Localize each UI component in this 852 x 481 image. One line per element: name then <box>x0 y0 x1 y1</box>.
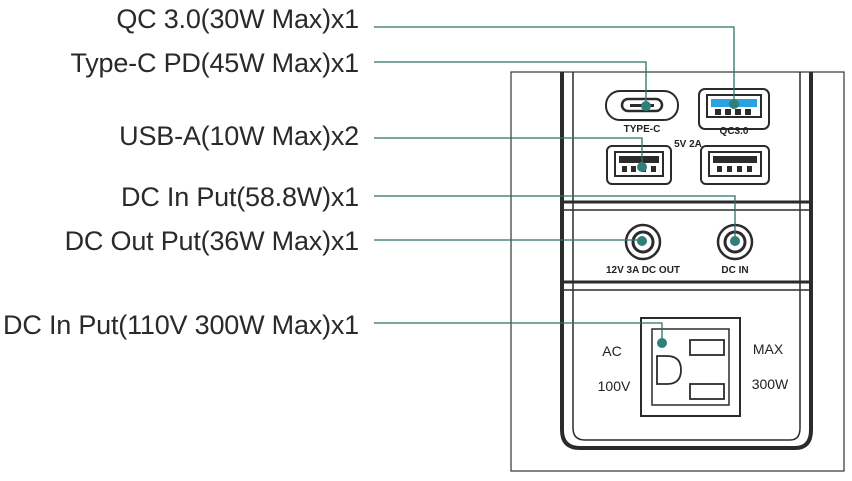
dc-out-label: 12V 3A DC OUT <box>606 265 680 276</box>
leader-type-c <box>374 61 647 105</box>
dot-usb-a <box>637 162 647 172</box>
qc3-label: QC3.0 <box>720 126 749 137</box>
callout-type-c: Type-C PD(45W Max)x1 <box>70 48 359 78</box>
dot-type-c <box>641 101 651 111</box>
callout-qc3: QC 3.0(30W Max)x1 <box>116 4 359 34</box>
type-c-label: TYPE-C <box>624 124 661 135</box>
ac-slot-bottom <box>689 383 725 400</box>
dot-dc-in <box>730 236 740 246</box>
callout-dc-out: DC Out Put(36W Max)x1 <box>64 226 360 256</box>
inner-left-rail <box>572 72 801 441</box>
ac-watt-label: 300W <box>752 376 789 392</box>
usb-rating-label: 5V 2A <box>674 139 702 150</box>
callout-ac-in: DC In Put(110V 300W Max)x1 <box>3 310 359 340</box>
callout-usb-a: USB-A(10W Max)x2 <box>119 121 359 151</box>
ac-label: AC <box>602 343 621 359</box>
callout-dc-in: DC In Put(58.8W)x1 <box>121 182 359 212</box>
dot-ac <box>657 338 667 348</box>
ac-ground-slot <box>656 355 682 385</box>
left-rail <box>560 72 813 450</box>
outer-frame <box>510 71 845 472</box>
ac-slot-top <box>689 339 725 356</box>
ac-max-label: MAX <box>753 341 784 357</box>
dot-qc3 <box>729 99 739 109</box>
dc-in-label: DC IN <box>721 265 748 276</box>
ac-voltage-label: 100V <box>598 378 631 394</box>
dot-dc-out <box>637 236 647 246</box>
leader-usb-a <box>374 137 643 166</box>
leader-dc-in <box>374 195 736 240</box>
type-c-slot <box>620 97 664 113</box>
leader-ac <box>374 322 663 342</box>
leader-qc3 <box>374 26 735 103</box>
